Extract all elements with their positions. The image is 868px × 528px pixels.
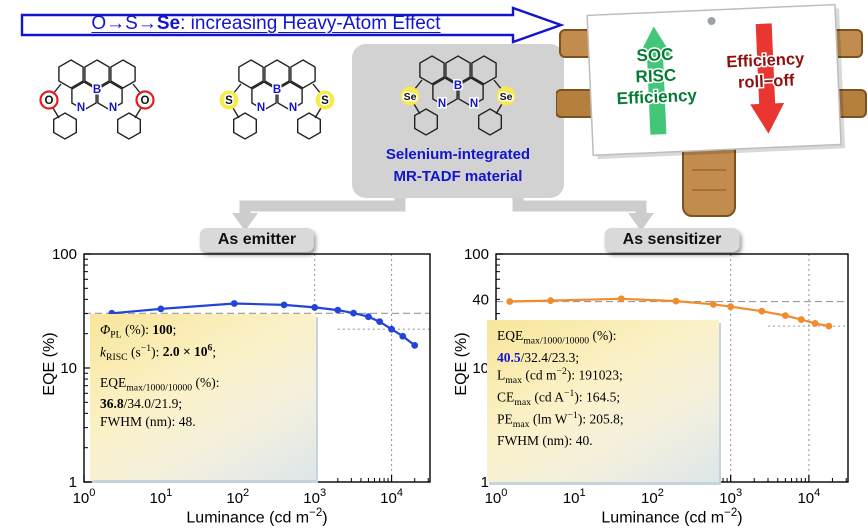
- svg-text:103: 103: [719, 487, 742, 507]
- molecule-structure-Se: BN N Se Se: [400, 55, 516, 136]
- svg-text:100: 100: [464, 246, 489, 263]
- svg-text:O: O: [141, 95, 150, 107]
- svg-text:N: N: [77, 102, 85, 114]
- svg-text:N: N: [257, 102, 265, 114]
- nail-dot-icon: [707, 17, 716, 26]
- se-caption-line2: MR-TADF material: [393, 168, 523, 185]
- stat-line: CEmax (cd A−1): 164.5;: [497, 388, 621, 409]
- svg-text:104: 104: [797, 487, 820, 507]
- banner-arrow-icon: [20, 6, 565, 44]
- svg-text:S: S: [225, 95, 233, 107]
- stat-line: Lmax (cd m−2): 191023;: [497, 366, 623, 387]
- wooden-signpost: SOC RISC Efficiency Efficiency roll−off: [556, 3, 867, 217]
- emitter-stats-box: ΦPL (%): 100; kRISC (s−1): 2.0 × 106; EQ…: [90, 314, 316, 480]
- molecule-structure-O: BN N O O: [39, 59, 155, 140]
- svg-text:100: 100: [52, 246, 77, 263]
- stat-line: FWHM (nm): 40.: [497, 433, 593, 449]
- svg-text:N: N: [289, 102, 297, 114]
- svg-text:B: B: [454, 80, 462, 92]
- molecule-structure-S: BN N S S: [219, 59, 335, 140]
- banner-text: O→S→Se: increasing Heavy-Atom Effect: [91, 13, 441, 34]
- heavy-atom-banner: O→S→Se: increasing Heavy-Atom Effect: [20, 5, 565, 45]
- svg-text:Se: Se: [500, 91, 513, 103]
- svg-text:101: 101: [149, 487, 172, 507]
- stat-line: 40.5/32.4/23.3;: [497, 349, 580, 365]
- svg-text:O: O: [45, 95, 54, 107]
- svg-text:102: 102: [226, 487, 249, 507]
- soc-risc-up-arrow-icon: [638, 26, 672, 135]
- stat-line: [100, 365, 306, 374]
- stat-line: EQEmax/1000/10000 (%):: [100, 374, 220, 394]
- sensitizer-stats-box: EQEmax/1000/10000 (%): 40.5/32.4/23.3; L…: [487, 320, 719, 482]
- stat-line: 36.8/34.0/21.9;: [100, 396, 183, 412]
- svg-text:10: 10: [60, 360, 77, 377]
- stat-line: kRISC (s−1): 2.0 × 106;: [100, 342, 217, 363]
- as-sensitizer-label: As sensitizer: [604, 228, 740, 252]
- svg-text:10: 10: [472, 360, 489, 377]
- stat-line: EQEmax/1000/10000 (%):: [497, 328, 617, 347]
- svg-text:103: 103: [303, 487, 326, 507]
- se-caption-line1: Selenium-integrated: [385, 146, 531, 163]
- sign-board: SOC RISC Efficiency Efficiency roll−off: [586, 3, 846, 160]
- svg-text:N: N: [470, 98, 478, 110]
- sign-text-efficiency2: Efficiency: [726, 50, 805, 71]
- svg-text:102: 102: [641, 487, 664, 507]
- svg-text:S: S: [321, 95, 329, 107]
- svg-text:104: 104: [380, 487, 403, 507]
- sign-text-efficiency: Efficiency: [616, 86, 698, 109]
- svg-text:Se: Se: [404, 91, 417, 103]
- sign-text-soc: SOC: [636, 45, 674, 66]
- svg-text:N: N: [438, 98, 446, 110]
- efficiency-rolloff-down-arrow-icon: [750, 23, 785, 134]
- svg-text:1: 1: [69, 474, 77, 491]
- as-emitter-label: As emitter: [199, 228, 315, 252]
- stat-line: FWHM (nm): 48.: [100, 413, 196, 429]
- stat-line: PEmax (lm W−1): 205.8;: [497, 410, 624, 431]
- emitter-y-axis-title: EQE (%): [41, 332, 58, 396]
- svg-text:1: 1: [481, 474, 489, 491]
- emitter-x-axis-title: Luminance (cd m−2): [186, 507, 328, 527]
- svg-text:101: 101: [563, 487, 586, 507]
- svg-text:B: B: [93, 84, 101, 96]
- svg-text:N: N: [109, 102, 117, 114]
- svg-text:B: B: [273, 84, 281, 96]
- stat-line: ΦPL (%): 100;: [100, 322, 177, 341]
- sensitizer-y-axis-title: EQE (%): [453, 332, 470, 396]
- sign-text-rolloff: roll−off: [738, 71, 796, 91]
- svg-text:40: 40: [472, 291, 489, 308]
- sign-text-risc: RISC: [635, 66, 676, 87]
- sensitizer-x-axis-title: Luminance (cd m−2): [601, 507, 743, 527]
